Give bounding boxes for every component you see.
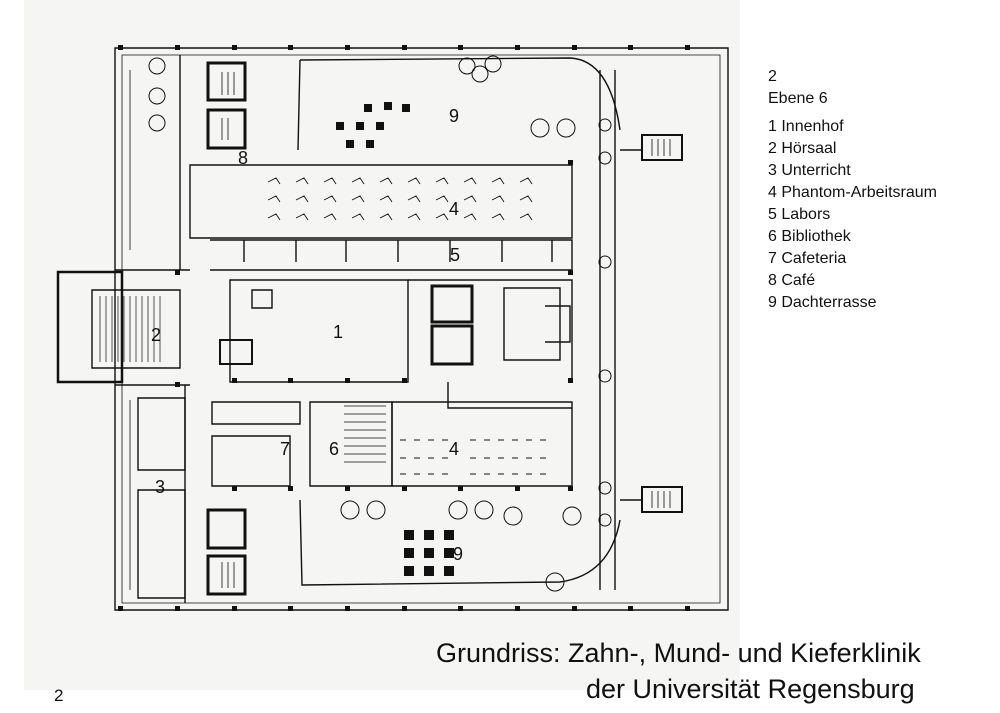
terrace-path-upper (297, 57, 621, 151)
external-stairs (641, 134, 683, 513)
label-bibliothek: 6 (329, 439, 339, 459)
lecture-hall-seating (91, 289, 181, 369)
cafeteria (211, 435, 291, 487)
label-phantom-upper: 4 (449, 199, 459, 219)
caption-line-1: Grundriss: Zahn-, Mund- und Kieferklinik (436, 638, 921, 668)
legend-item: 3 Unterricht (768, 162, 851, 179)
label-dachterrasse-upper: 9 (449, 106, 459, 126)
lecture-hall-wall (56, 270, 124, 384)
legend-item: 5 Labors (768, 206, 831, 223)
caption-line-2: der Universität Regensburg (586, 674, 915, 704)
left-wing-walls (115, 55, 190, 603)
legend-item: 6 Bibliothek (768, 228, 851, 245)
stair-core-upper (206, 61, 247, 150)
legend-figure-number: 2 (768, 68, 777, 85)
phantom-room-lower (391, 401, 573, 487)
phantom-room-upper (189, 164, 573, 239)
lecture-seat-rows (99, 296, 161, 362)
label-unterricht: 3 (155, 477, 165, 497)
label-labors: 5 (450, 245, 460, 265)
stair-links (620, 149, 642, 501)
label-cafe: 8 (238, 148, 248, 168)
legend-item: 2 Hörsaal (768, 140, 837, 157)
planters-upper (336, 102, 410, 148)
labors-strip (210, 239, 573, 271)
terrace-path-lower (299, 499, 621, 586)
right-arcade (599, 70, 616, 590)
elevator-left (219, 339, 253, 365)
trees (148, 55, 612, 592)
label-cafeteria: 7 (280, 439, 290, 459)
stair-treads-lower (221, 562, 235, 588)
legend-level: Ebene 6 (768, 90, 828, 107)
workstations (267, 177, 546, 475)
central-block-walls (408, 279, 573, 409)
stair-treads-upper (221, 72, 235, 140)
stair-core-lower (206, 508, 247, 596)
stair-left-inner (251, 289, 273, 309)
planters-lower (404, 530, 454, 576)
unterricht-rooms (137, 397, 186, 599)
outer-wall-inner (121, 54, 721, 604)
legend-item: 1 Innenhof (768, 118, 844, 135)
legend: 2 Ebene 6 1 Innenhof 2 Hörsaal 3 Unterri… (768, 66, 937, 314)
bibliothek (309, 401, 393, 487)
stair-core-center (430, 284, 474, 366)
label-dachterrasse-lower: 9 (453, 544, 463, 564)
label-hoersaal: 2 (151, 325, 161, 345)
label-innenhof: 1 (333, 322, 343, 342)
legend-item: 9 Dachterrasse (768, 294, 877, 311)
library-shelves (344, 405, 386, 463)
legend-item: 7 Cafeteria (768, 250, 847, 267)
lower-corridor (211, 401, 301, 425)
legend-item: 8 Café (768, 272, 816, 289)
external-stair-treads (651, 139, 671, 508)
service-core (503, 287, 571, 361)
scanned-page (24, 0, 740, 690)
label-phantom-lower: 4 (449, 439, 459, 459)
page-number: 2 (54, 686, 64, 705)
legend-item: 4 Phantom-Arbeitsraum (768, 184, 937, 201)
outer-wall (114, 47, 729, 611)
innenhof (229, 279, 409, 383)
columns (118, 45, 690, 611)
